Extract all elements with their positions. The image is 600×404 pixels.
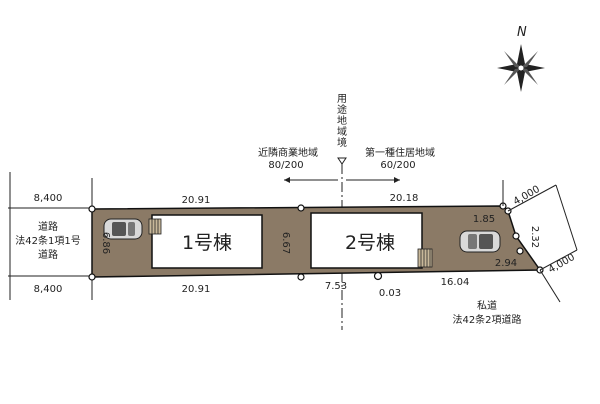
dim-bottom-left: 20.91 (182, 284, 211, 295)
zoning-divider-char-5: 境 (337, 136, 347, 149)
zone-arrows (284, 177, 400, 183)
zone-left-name: 近隣商業地域 (258, 146, 318, 159)
building-1-label: 1号棟 (182, 232, 232, 254)
dim-east-road-bottom: 4,000 (547, 252, 577, 276)
zoning-divider-char-4: 域 (337, 125, 347, 138)
building-2 (310, 212, 423, 269)
dim-top-left: 20.91 (182, 195, 211, 206)
stairs-icon (417, 248, 433, 268)
car-icon (103, 218, 143, 240)
dim-west-depth: 6.86 (100, 232, 111, 254)
zoning-boundary-line (337, 157, 347, 330)
zoning-divider-char-3: 地 (337, 114, 347, 127)
dim-bottom-small: 0.03 (379, 288, 401, 299)
west-road-line3: 道路 (38, 248, 58, 261)
east-road-line2: 法42条2項道路 (452, 313, 521, 326)
stairs-icon (148, 218, 162, 235)
dim-east-bottom: 2.94 (495, 258, 517, 269)
dim-west-road-bottom: 8,400 (34, 284, 63, 295)
zoning-divider-char-2: 途 (337, 103, 347, 116)
dim-east-top: 1.85 (473, 214, 495, 225)
dim-bottom-right: 16.04 (441, 277, 470, 288)
building-1 (151, 214, 263, 269)
zone-left-ratio: 80/200 (268, 160, 303, 171)
dim-top-right: 20.18 (390, 193, 419, 204)
car-icon (459, 230, 501, 253)
dim-middle-depth: 6.67 (280, 232, 291, 254)
dim-east-mid: 2.32 (529, 226, 540, 248)
west-road-line1: 道路 (38, 220, 58, 233)
east-road-line1: 私道 (477, 299, 497, 312)
dim-west-road-top: 8,400 (34, 193, 63, 204)
building-2-label: 2号棟 (345, 232, 395, 254)
zoning-divider-label: 用 途 地 域 境 (337, 94, 347, 149)
compass-north-label: N (517, 25, 527, 40)
zone-right-ratio: 60/200 (380, 160, 415, 171)
dim-bottom-middle: 7.53 (325, 281, 347, 292)
zone-right-name: 第一種住居地域 (365, 146, 435, 159)
west-road-line2: 法42条1項1号 (15, 234, 80, 247)
dim-east-road-top: 4,000 (512, 184, 542, 208)
east-road-lines (502, 180, 578, 303)
compass-rose-icon (497, 44, 545, 92)
zoning-divider-char-1: 用 (337, 94, 347, 105)
